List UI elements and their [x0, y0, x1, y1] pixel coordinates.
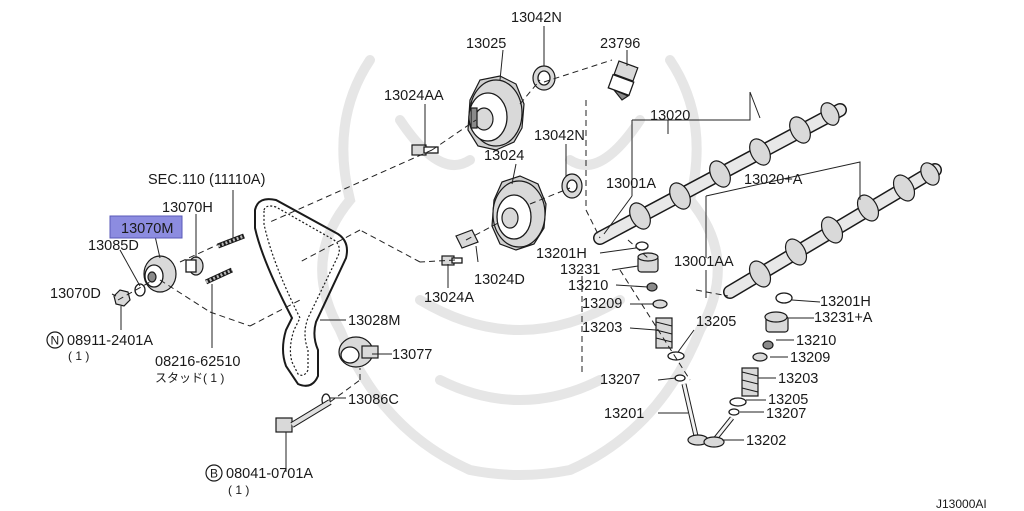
stud-sec110 [217, 233, 245, 249]
washer-13070d [134, 283, 146, 297]
label-08911-2401a[interactable]: N 08911-2401A [46, 331, 153, 349]
label-08216-sub: スタッド( 1 ) [155, 371, 224, 385]
circle-b-marker [205, 464, 223, 482]
label-13077[interactable]: 13077 [392, 347, 432, 363]
label-13203-left[interactable]: 13203 [582, 320, 622, 336]
label-13024a[interactable]: 13024A [424, 290, 474, 306]
label-13231[interactable]: 13231 [560, 262, 600, 278]
figure-code: J13000AI [936, 497, 987, 511]
label-13001aa[interactable]: 13001AA [674, 254, 734, 270]
label-13020[interactable]: 13020 [650, 108, 690, 124]
label-13042n-mid[interactable]: 13042N [534, 128, 585, 144]
circle-n-marker [46, 331, 64, 349]
oil-seal-13042n-top [532, 65, 556, 91]
label-13024[interactable]: 13024 [484, 148, 524, 164]
label-13210-right[interactable]: 13210 [796, 333, 836, 349]
label-13210-left[interactable]: 13210 [568, 278, 608, 294]
label-13020a[interactable]: 13020+A [744, 172, 803, 188]
idler-pulley-13077 [338, 336, 379, 368]
label-13025[interactable]: 13025 [466, 36, 506, 52]
label-13205-left[interactable]: 13205 [696, 314, 736, 330]
tensioner-pulley-13070m [143, 255, 177, 293]
circle-b-text: B [210, 467, 218, 481]
bolt-08041-0701a [275, 399, 332, 433]
label-13202[interactable]: 13202 [746, 433, 786, 449]
stud-08216-62510 [204, 267, 234, 285]
valve-train-left [635, 241, 709, 446]
label-08911-code: 08911-2401A [67, 333, 153, 349]
label-13001a[interactable]: 13001A [606, 176, 656, 192]
label-13024aa[interactable]: 13024AA [384, 88, 444, 104]
label-13085d[interactable]: 13085D [88, 238, 139, 254]
camshaft-13020 [593, 102, 847, 245]
label-23796[interactable]: 23796 [600, 36, 640, 52]
circle-n-text: N [51, 334, 60, 348]
label-08216-62510[interactable]: 08216-62510 [155, 354, 240, 370]
label-13201h-right[interactable]: 13201H [820, 294, 871, 310]
camshaft-13020a [723, 162, 942, 299]
label-13209-left[interactable]: 13209 [582, 296, 622, 312]
valve-train-right [703, 292, 793, 448]
label-13024d[interactable]: 13024D [474, 272, 525, 288]
spring-13070h [185, 256, 204, 276]
label-13207-right[interactable]: 13207 [766, 406, 806, 422]
bolt-13024aa [411, 144, 439, 156]
oil-seal-13042n-mid [561, 173, 583, 199]
label-13201h-left[interactable]: 13201H [536, 246, 587, 262]
label-13070h[interactable]: 13070H [162, 200, 213, 216]
label-08041-qty: ( 1 ) [228, 483, 249, 497]
sensor-23796 [607, 60, 639, 101]
label-08041-0701a[interactable]: B 08041-0701A [205, 464, 313, 482]
label-08041-code: 08041-0701A [226, 466, 313, 482]
cam-sprocket-13025 [467, 75, 525, 151]
label-13070m[interactable]: 13070M [121, 221, 173, 237]
label-13231a[interactable]: 13231+A [814, 310, 873, 326]
label-13042n-top[interactable]: 13042N [511, 10, 562, 26]
cam-sprocket-13024 [491, 175, 547, 251]
part-labels: 13042N 13025 23796 13024AA 13020 13042N … [46, 10, 987, 511]
leader-lines [111, 26, 861, 472]
label-13207-left[interactable]: 13207 [600, 372, 640, 388]
label-13086c[interactable]: 13086C [348, 392, 399, 408]
timing-belt-13028m [254, 198, 348, 387]
label-13070d[interactable]: 13070D [50, 286, 101, 302]
assembly-dashed-lines [117, 59, 729, 403]
label-13028m[interactable]: 13028M [348, 313, 400, 329]
label-13201[interactable]: 13201 [604, 406, 644, 422]
label-08911-qty: ( 1 ) [68, 349, 89, 363]
label-13209-right[interactable]: 13209 [790, 350, 830, 366]
label-13205-right[interactable]: 13205 [768, 392, 808, 408]
label-sec110[interactable]: SEC.110 (11110A) [148, 172, 265, 188]
label-13203-right[interactable]: 13203 [778, 371, 818, 387]
highlight-13070m [109, 215, 183, 239]
